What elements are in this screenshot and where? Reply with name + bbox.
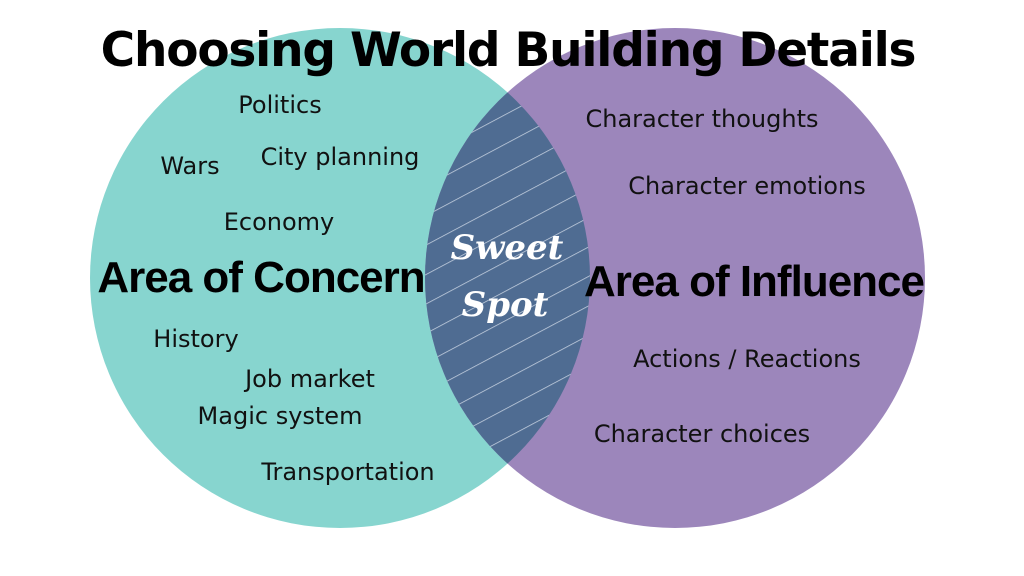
influence-item-actions-reactions: Actions / Reactions [633, 345, 861, 373]
concern-item-job-market: Job market [243, 365, 375, 393]
concern-item-politics: Politics [238, 91, 321, 119]
concern-item-wars: Wars [160, 152, 219, 180]
sweet-spot-overlap [425, 28, 590, 528]
concern-item-history: History [153, 325, 238, 353]
influence-item-character-thoughts: Character thoughts [586, 105, 819, 133]
concern-item-economy: Economy [224, 208, 335, 236]
sweet-spot-label-line1: Sweet [451, 228, 564, 268]
concern-item-city-planning: City planning [261, 143, 420, 171]
sweet-spot-label-line2: Spot [462, 285, 549, 325]
concern-item-magic-system: Magic system [198, 402, 363, 430]
influence-item-character-choices: Character choices [594, 420, 810, 448]
area-of-influence-label: Area of Influence [584, 257, 924, 306]
area-of-concern-label: Area of Concern [97, 253, 424, 302]
influence-item-character-emotions: Character emotions [628, 172, 865, 200]
concern-item-transportation: Transportation [260, 458, 434, 486]
diagram-title: Choosing World Building Details [101, 23, 916, 78]
